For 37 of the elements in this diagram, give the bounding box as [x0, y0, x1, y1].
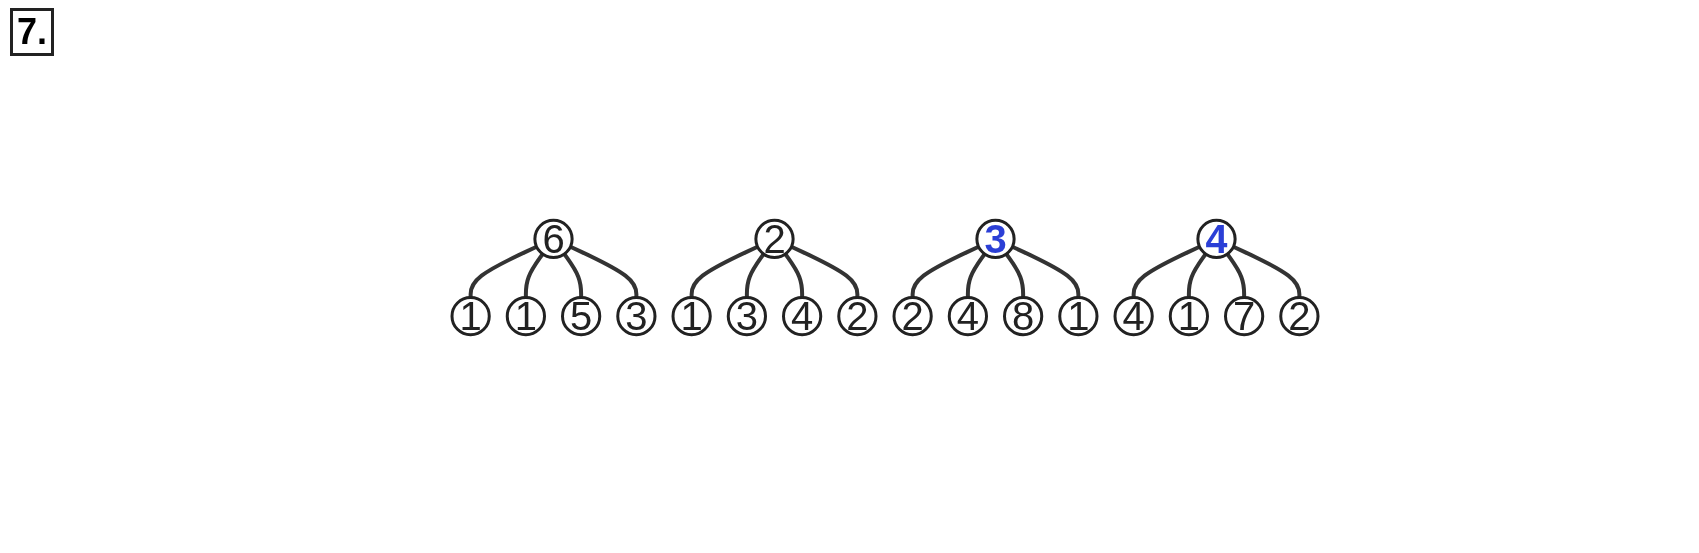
node-circle: 3: [975, 218, 1016, 259]
connector: [1232, 244, 1302, 298]
connector: [783, 252, 805, 298]
connector: [562, 252, 584, 298]
node-circle: 1: [505, 296, 546, 337]
connector: [468, 244, 538, 298]
node-circle: 6: [533, 218, 574, 259]
node-circle: 1: [1168, 296, 1209, 337]
connector: [910, 244, 980, 298]
node-circle: 2: [892, 296, 933, 337]
node-circle: 4: [1196, 218, 1237, 259]
connector: [1011, 244, 1081, 298]
exercise-number: 7.: [10, 8, 55, 56]
node-circle: 2: [837, 296, 878, 337]
node-circle: 2: [1279, 296, 1320, 337]
connector: [965, 252, 987, 298]
node-circle: 1: [450, 296, 491, 337]
connector: [1225, 252, 1247, 298]
connector: [689, 244, 759, 298]
connector: [523, 252, 545, 298]
node-circle: 3: [726, 296, 767, 337]
node-circle: 4: [1113, 296, 1154, 337]
connector: [1131, 244, 1201, 298]
connector: [790, 244, 860, 298]
connector: [1186, 252, 1208, 298]
node-circle: 8: [1003, 296, 1044, 337]
connector: [744, 252, 766, 298]
node-circle: 7: [1224, 296, 1265, 337]
node-circle: 2: [754, 218, 795, 259]
node-circle: 4: [947, 296, 988, 337]
node-circle: 3: [616, 296, 657, 337]
node-circle: 4: [782, 296, 823, 337]
connector: [1004, 252, 1026, 298]
connector: [569, 244, 639, 298]
node-circle: 1: [671, 296, 712, 337]
node-circle: 5: [561, 296, 602, 337]
node-circle: 1: [1058, 296, 1099, 337]
